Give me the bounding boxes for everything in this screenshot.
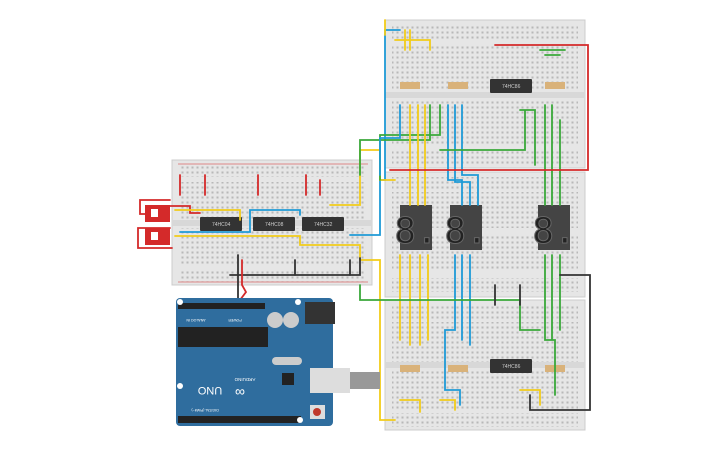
digital-header-1 xyxy=(178,416,233,423)
chip-74hc04[interactable]: 74HC04 xyxy=(200,217,242,231)
chip-74hc86-top[interactable]: 74HC86 xyxy=(490,79,532,93)
usb-port xyxy=(310,368,350,393)
dip-switch-2[interactable] xyxy=(145,228,170,245)
digital-header-2 xyxy=(233,416,301,423)
svg-text:74HC86: 74HC86 xyxy=(502,364,521,370)
wires[interactable] xyxy=(137,19,591,421)
svg-text:8.: 8. xyxy=(532,211,575,252)
chip-74hc32[interactable]: 74HC32 xyxy=(302,217,344,231)
power-jack xyxy=(305,302,335,324)
dip-switch-1[interactable] xyxy=(145,205,170,222)
arduino-uno[interactable]: UNO ∞ ARDUINO DIGITAL (PWM~) ANALOG IN P… xyxy=(176,298,380,426)
svg-text:74HC32: 74HC32 xyxy=(314,222,333,228)
analog-header xyxy=(178,303,220,309)
chip-74hc08[interactable]: 74HC08 xyxy=(253,217,295,231)
svg-text:DIGITAL (PWM~): DIGITAL (PWM~) xyxy=(191,408,218,412)
breadboard-right-top[interactable] xyxy=(384,19,586,169)
seven-segment-display-3: 8. xyxy=(532,205,576,253)
chip-74hc86-bottom[interactable]: 74HC86 xyxy=(490,359,532,373)
svg-text:8.: 8. xyxy=(444,211,487,252)
svg-text:74HC86: 74HC86 xyxy=(502,84,521,90)
svg-text:UNO: UNO xyxy=(197,384,222,396)
svg-text:74HC04: 74HC04 xyxy=(212,222,231,228)
atmega-chip xyxy=(178,327,268,347)
seven-segment-display-1: 8. xyxy=(394,205,438,253)
svg-text:ARDUINO: ARDUINO xyxy=(234,377,255,382)
svg-text:ANALOG IN: ANALOG IN xyxy=(186,318,206,322)
arduino-infinity-logo: ∞ xyxy=(235,383,245,399)
seven-segment-display-2: 8. xyxy=(444,205,488,253)
svg-text:8.: 8. xyxy=(394,211,437,252)
svg-text:POWER: POWER xyxy=(228,318,242,322)
power-header xyxy=(220,303,265,309)
svg-text:74HC08: 74HC08 xyxy=(265,222,284,228)
